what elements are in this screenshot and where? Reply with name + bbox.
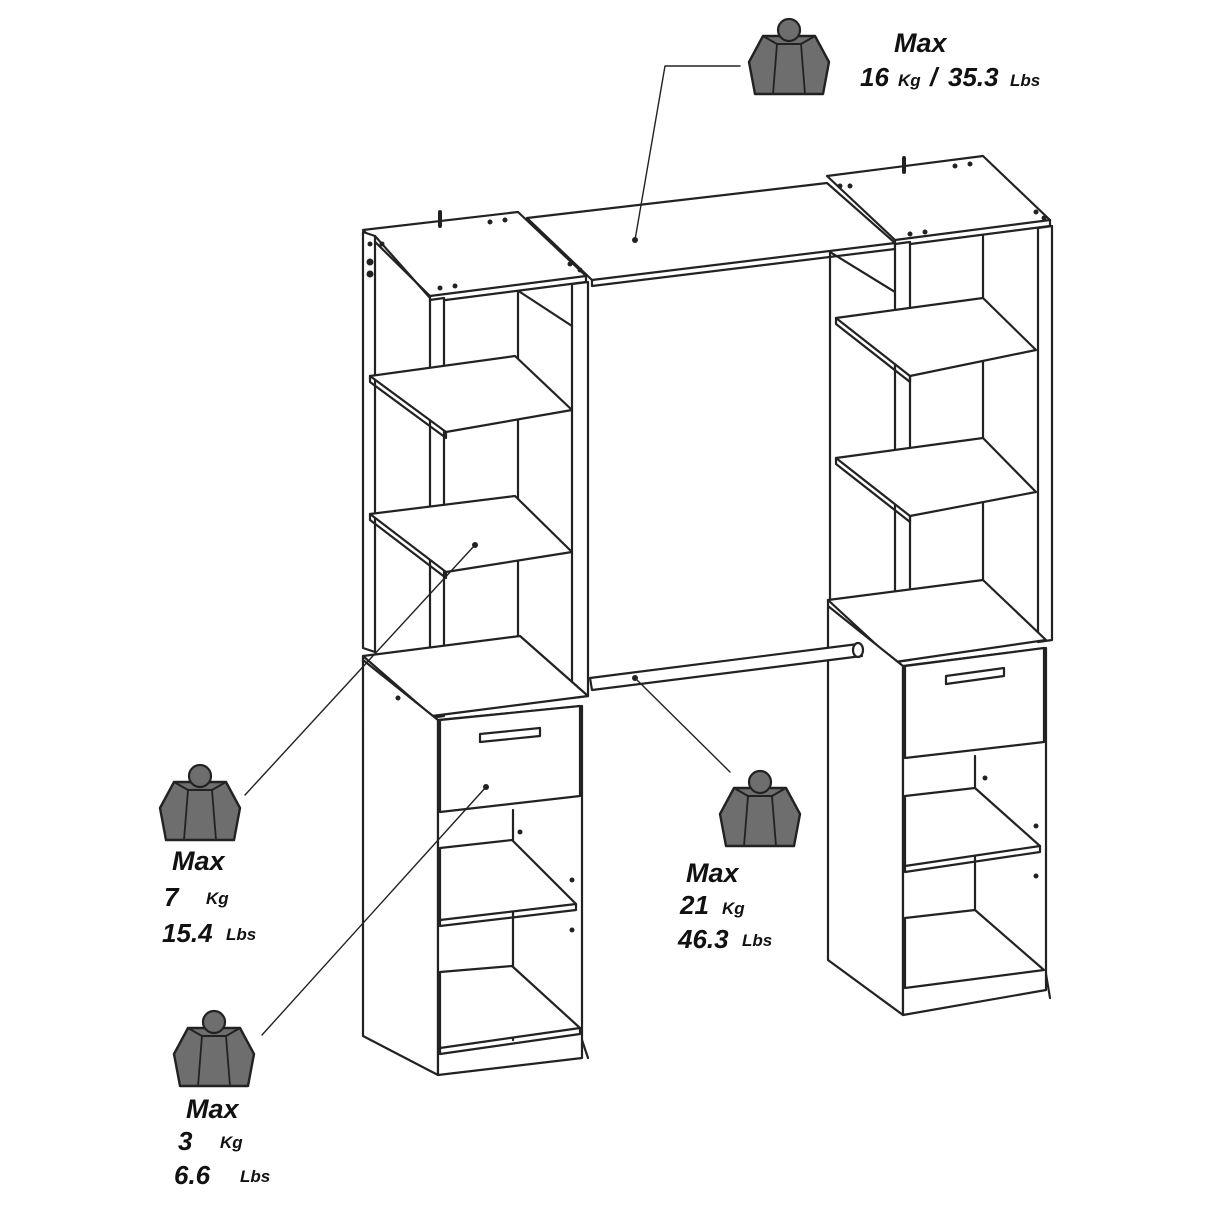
label-rail-max: Max bbox=[686, 858, 739, 888]
weight-icon-rail bbox=[718, 769, 802, 848]
label-drawer-kg-unit: Kg bbox=[220, 1133, 243, 1152]
label-drawer-lbs-unit: Lbs bbox=[240, 1167, 271, 1186]
label-shelf-lbs-value: 15.4 bbox=[162, 918, 213, 948]
label-top-kg-unit: Kg bbox=[898, 71, 921, 90]
weight-icons bbox=[158, 17, 831, 1088]
label-rail-lbs-unit: Lbs bbox=[742, 931, 773, 950]
label-rail-lbs-value: 46.3 bbox=[678, 924, 729, 954]
label-drawer-lbs-value: 6.6 bbox=[174, 1160, 211, 1190]
label-top-kg-value: 16 bbox=[860, 62, 889, 92]
label-top-lbs-value: 35.3 bbox=[948, 62, 999, 92]
label-shelf-lbs-unit: Lbs bbox=[226, 925, 257, 944]
right-cabinet bbox=[826, 604, 1052, 1017]
label-top-separator: / bbox=[930, 62, 938, 92]
label-top-lbs-unit: Lbs bbox=[1010, 71, 1041, 90]
right-tower bbox=[825, 154, 1054, 670]
weight-icon-top bbox=[747, 17, 831, 96]
left-cabinet bbox=[361, 658, 590, 1077]
label-shelf-max: Max bbox=[172, 846, 225, 876]
weight-icon-drawer bbox=[172, 1009, 256, 1088]
label-top-max: Max bbox=[894, 28, 947, 58]
hanging-rail bbox=[588, 641, 865, 692]
label-shelf-kg-value: 7 bbox=[164, 882, 179, 912]
label-drawer-kg-value: 3 bbox=[178, 1126, 193, 1156]
left-tower bbox=[361, 210, 590, 724]
weight-icon-shelf bbox=[158, 763, 242, 842]
label-shelf-kg-unit: Kg bbox=[206, 889, 229, 908]
label-rail-kg-unit: Kg bbox=[722, 899, 745, 918]
leader-lines bbox=[244, 65, 741, 1036]
label-drawer-max: Max bbox=[186, 1094, 239, 1124]
label-rail-kg-value: 21 bbox=[680, 890, 709, 920]
